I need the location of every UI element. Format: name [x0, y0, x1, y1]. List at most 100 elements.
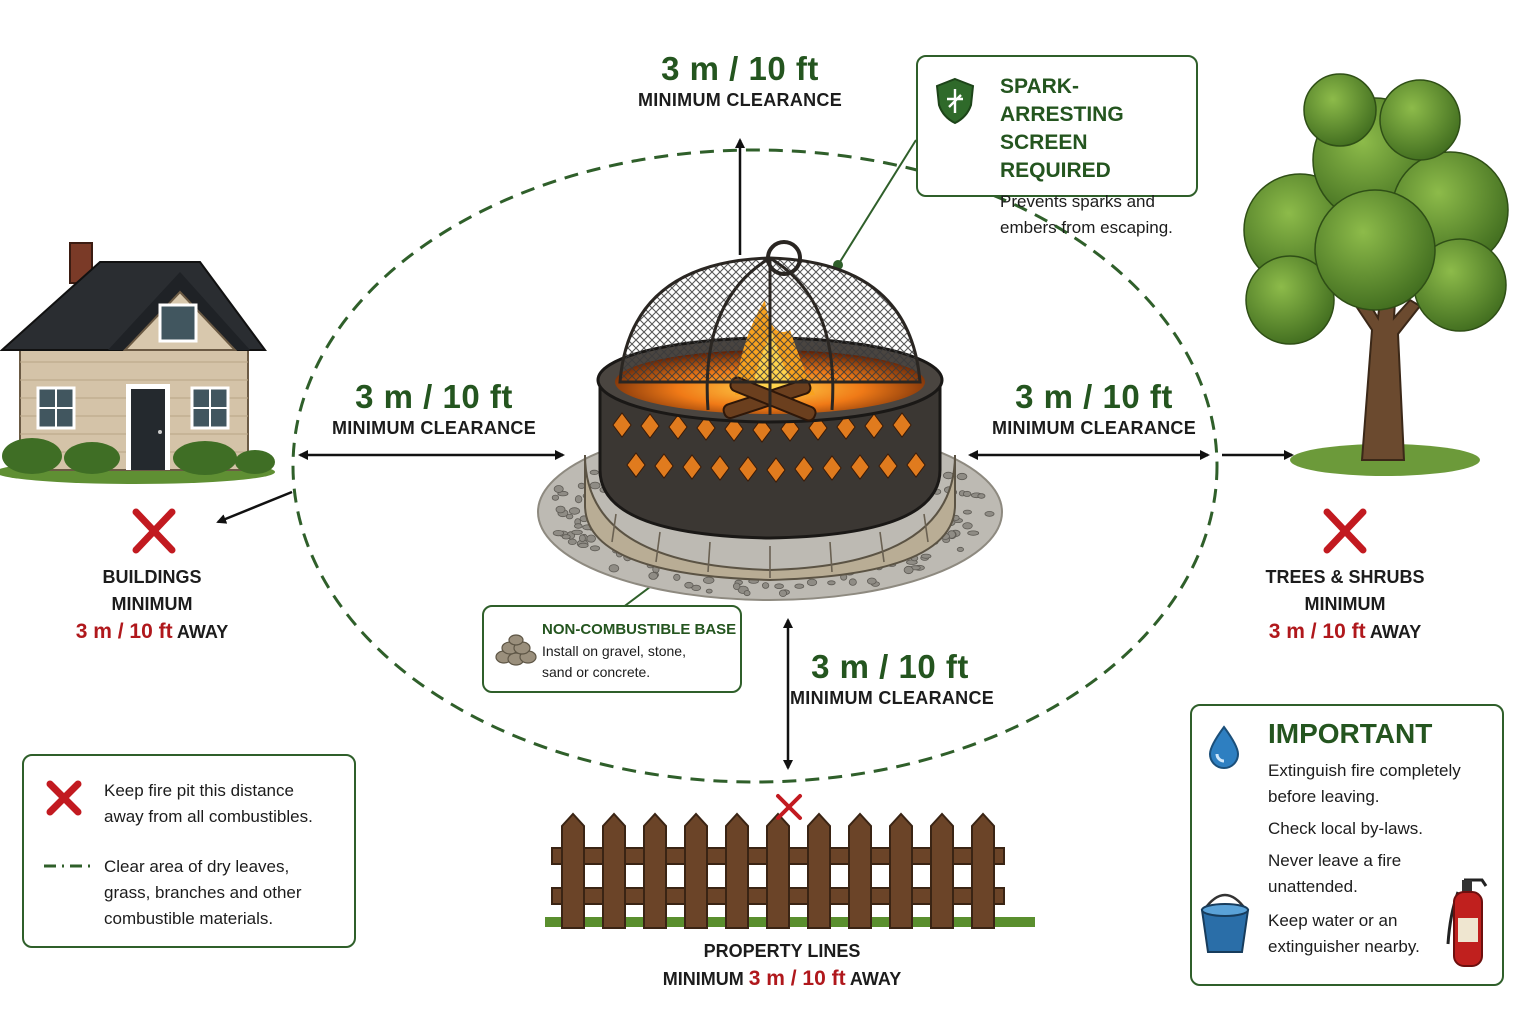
bowl-cutout: [836, 414, 856, 440]
gravel-pebble: [774, 583, 784, 589]
bowl-cutout: [752, 417, 772, 443]
fence-picket: [930, 812, 954, 929]
bowl-cutout: [682, 454, 702, 480]
dash-dot-line-icon: [44, 864, 90, 868]
house-illustration: [0, 242, 275, 484]
fence-picket: [561, 812, 585, 929]
fire-extinguisher-icon: [1446, 878, 1488, 967]
base-callout: NON-COMBUSTIBLE BASE Install on gravel, …: [482, 605, 742, 693]
gravel-pebble: [962, 522, 973, 530]
base-text-line1: Install on gravel, stone,: [542, 643, 686, 659]
gravel-pebble: [956, 472, 968, 481]
gravel-pebble: [577, 542, 589, 549]
gravel-pebble: [920, 553, 932, 559]
buildings-away: AWAY: [176, 622, 229, 642]
clearance-distance: 3 m / 10 ft: [661, 50, 819, 87]
gravel-pebble: [586, 534, 596, 543]
clearance-arrows: [216, 138, 1294, 770]
gravel-pebble: [574, 495, 583, 504]
fence-picket: [725, 812, 749, 929]
clearance-caption: MINIMUM CLEARANCE: [331, 418, 537, 438]
bucket-icon: [1200, 893, 1250, 953]
clearance-caption: MINIMUM CLEARANCE: [790, 688, 995, 708]
spark-leader-line: [837, 139, 917, 266]
gravel-pebble: [684, 581, 694, 589]
gravel-pebble: [866, 577, 877, 585]
important-line6: Keep water or an: [1268, 911, 1398, 930]
fence-picket: [971, 812, 995, 929]
important-line3: Check local by-laws.: [1268, 819, 1423, 838]
gravel-pebble: [779, 589, 788, 597]
x-mark-buildings: [132, 508, 176, 554]
gravel-pebble: [733, 582, 741, 590]
bowl-cutout: [878, 453, 898, 479]
spark-text-line2: embers from escaping.: [1000, 218, 1173, 237]
x-mark-property: [776, 794, 802, 820]
paver-ring: [584, 454, 956, 582]
gravel-pebble: [551, 494, 560, 501]
property-name: PROPERTY LINES: [703, 941, 861, 961]
gravel-pebble: [589, 469, 599, 475]
gravel-pebble: [589, 481, 601, 490]
fire-pit-illustration: [537, 240, 1003, 601]
legend-item2-line3: combustible materials.: [104, 909, 274, 928]
gravel-pebble: [571, 529, 583, 535]
important-line4: Never leave a fire: [1268, 851, 1402, 870]
property-minimum: MINIMUM: [662, 969, 744, 989]
gravel-pebble: [962, 490, 972, 497]
spark-title-line1: SPARK-ARRESTING: [1000, 75, 1124, 126]
bowl-cutout: [892, 412, 912, 438]
gravel-pebble: [552, 529, 565, 537]
gravel-pebble: [705, 588, 713, 594]
bowl-cutout: [668, 414, 688, 440]
fence-illustration: [545, 812, 1035, 929]
bowl-cutout: [710, 455, 730, 481]
gravel-pebble: [984, 511, 995, 517]
bowl-cutout: [724, 416, 744, 442]
bowl-cutout: [766, 457, 786, 483]
trees-label: TREES & SHRUBS MINIMUM 3 m / 10 ft AWAY: [1238, 564, 1452, 646]
spark-title-line2: SCREEN REQUIRED: [1000, 131, 1111, 182]
fence-picket: [766, 812, 790, 929]
gravel-pebble: [565, 513, 574, 520]
property-label: PROPERTY LINES MINIMUM 3 m / 10 ft AWAY: [620, 938, 944, 993]
clearance-caption: MINIMUM CLEARANCE: [991, 418, 1197, 438]
bowl-cutout: [654, 453, 674, 479]
bowl-cutout: [640, 413, 660, 439]
gravel-pebble: [567, 538, 577, 545]
water-drop-icon: [1208, 725, 1240, 769]
important-line7: extinguisher nearby.: [1268, 937, 1420, 956]
gravel-pebble: [903, 565, 914, 575]
important-title: IMPORTANT: [1268, 718, 1433, 749]
gravel-pebble: [577, 482, 586, 489]
tree-illustration: [1243, 73, 1509, 476]
spark-text-line1: Prevents sparks and: [1000, 192, 1155, 211]
legend-item2-line2: grass, branches and other: [104, 883, 302, 902]
gravel-pebble: [648, 572, 658, 580]
clearance-boundary: [291, 148, 1219, 784]
bowl-cutout: [864, 413, 884, 439]
gravel-pebble: [561, 534, 571, 540]
legend-box: Keep fire pit this distance away from al…: [22, 754, 356, 948]
bowl-cutout: [906, 452, 926, 478]
gravel-pebble: [573, 523, 583, 529]
pit-bowl: [598, 378, 942, 540]
fence-picket: [848, 812, 872, 929]
clearance-label-top: 3 m / 10 ft MINIMUM CLEARANCE: [626, 50, 854, 111]
arrow-building: [216, 490, 293, 524]
legend-item2-line1: Clear area of dry leaves,: [104, 857, 290, 876]
gravel-pebble: [673, 573, 681, 581]
important-line5: unattended.: [1268, 877, 1358, 896]
trees-minimum: MINIMUM: [1304, 594, 1386, 614]
buildings-distance: 3 m / 10 ft: [75, 620, 173, 643]
buildings-label: BUILDINGS MINIMUM 3 m / 10 ft AWAY: [50, 564, 254, 646]
trees-distance: 3 m / 10 ft: [1268, 620, 1366, 643]
gravel-pebble: [589, 545, 601, 552]
legend-item1-line2: away from all combustibles.: [104, 807, 313, 826]
bowl-cutout: [612, 412, 632, 438]
gravel-pebble: [608, 564, 620, 573]
trees-away: AWAY: [1369, 622, 1422, 642]
screen-handle: [766, 240, 802, 276]
gravel-pebble: [967, 530, 980, 536]
